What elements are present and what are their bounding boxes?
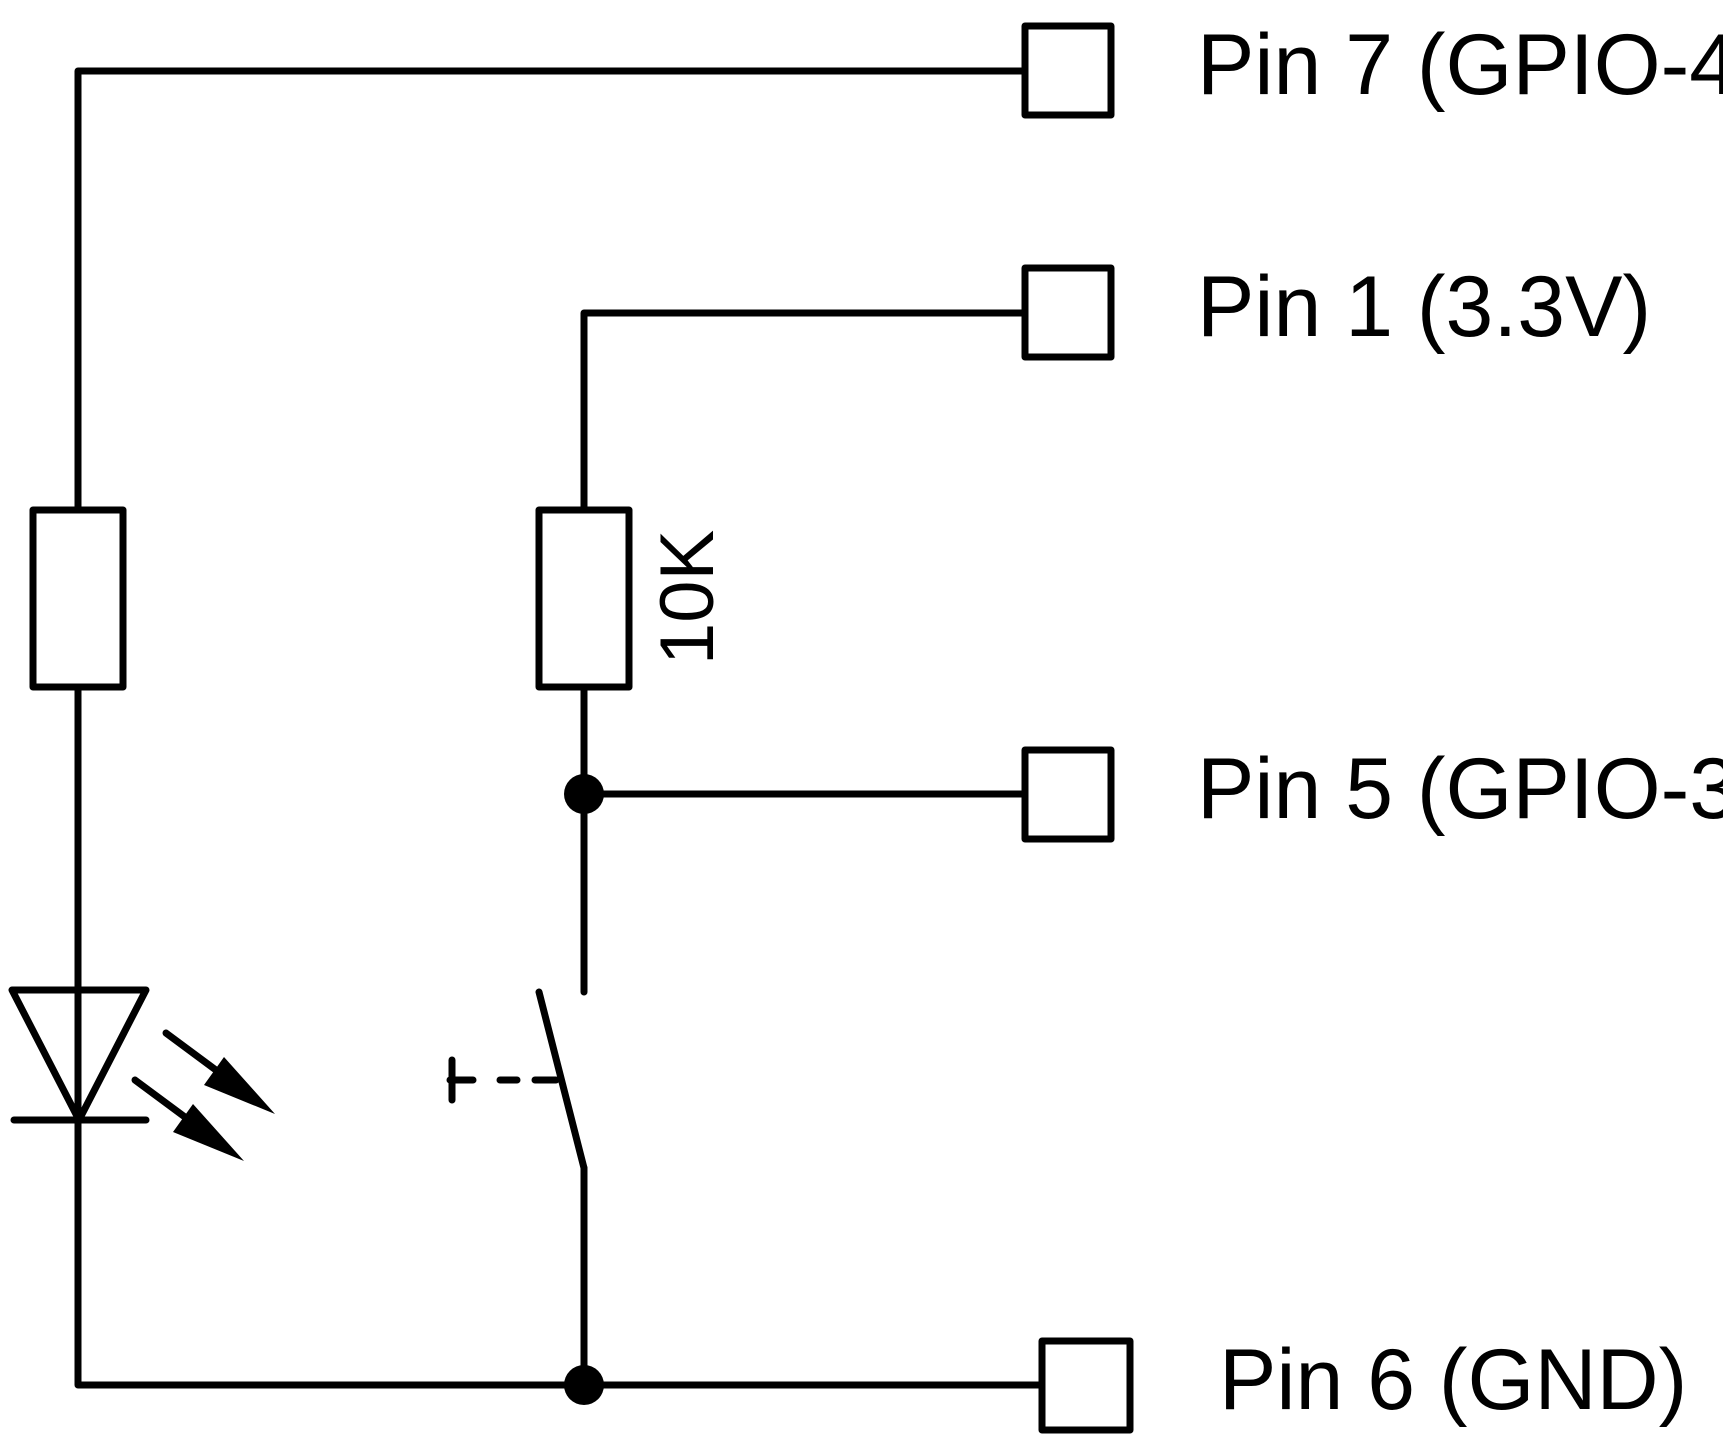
pin5-label: Pin 5 (GPIO-3) [1197,741,1723,837]
switch-branch-wires [580,309,1029,1389]
led-resistor [29,506,127,691]
led-symbol [8,986,150,1124]
pin7-label: Pin 7 (GPIO-4) [1197,17,1723,113]
resistor-value-label: 10K [645,530,730,665]
pin6-label: Pin 6 (GND) [1219,1332,1687,1428]
junction-dot-gnd [564,1365,604,1405]
led-branch-wires [74,67,1046,1389]
pin5-pad [1021,746,1115,843]
pin1-label: Pin 1 (3.3V) [1197,259,1651,355]
pullup-resistor [535,506,633,691]
led-light-arrows [131,1029,275,1161]
pin1-pad [1021,264,1115,361]
pin7-pad [1021,22,1115,119]
pin6-pad [1038,1337,1134,1434]
push-button-switch [446,988,588,1172]
junction-dot-gpio3 [564,774,604,814]
